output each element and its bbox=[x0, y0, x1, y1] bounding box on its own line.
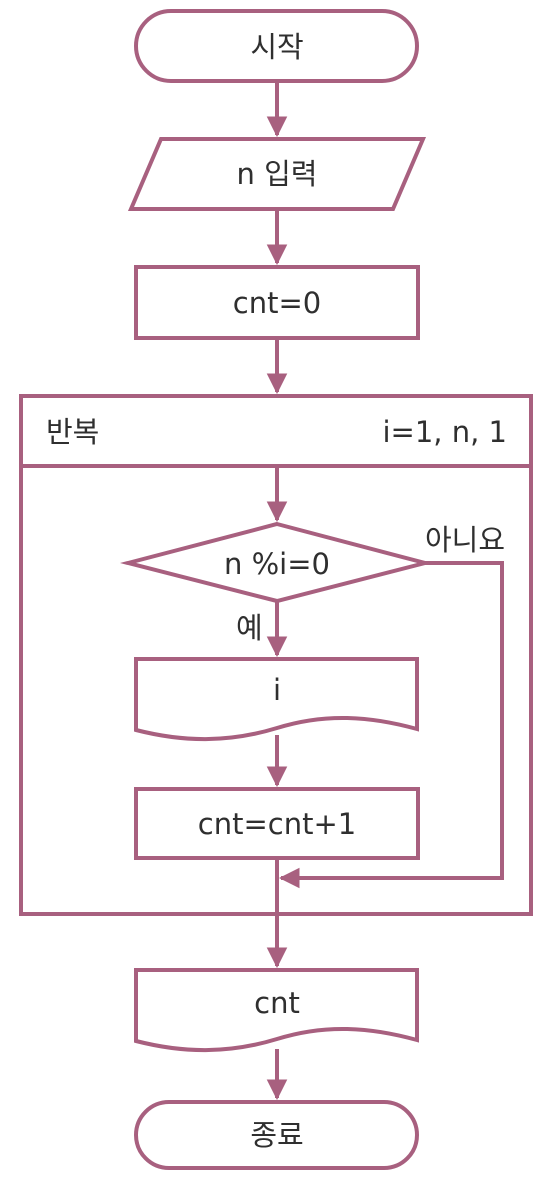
output-cnt-label: cnt bbox=[254, 986, 300, 1020]
decision-no-label: 아니요 bbox=[425, 523, 505, 557]
loop-label: 반복 bbox=[46, 415, 99, 449]
input-node: n 입력 bbox=[127, 137, 427, 211]
increment-label: cnt=cnt+1 bbox=[198, 807, 356, 841]
connectors bbox=[266, 81, 504, 1101]
output-i-node: i bbox=[134, 657, 419, 742]
decision-node: n %i=0 예 아니요 bbox=[120, 521, 505, 645]
arrow-decision-no bbox=[278, 561, 504, 889]
decision-label: n %i=0 bbox=[224, 547, 330, 581]
end-terminal: 종료 bbox=[134, 1100, 419, 1170]
start-terminal: 시작 bbox=[134, 9, 419, 83]
loop-range-label: i=1, n, 1 bbox=[382, 415, 507, 449]
decision-yes-label: 예 bbox=[236, 611, 263, 645]
increment-process: cnt=cnt+1 bbox=[134, 787, 420, 860]
init-process: cnt=0 bbox=[134, 265, 420, 340]
loop-block: 반복 i=1, n, 1 bbox=[19, 394, 533, 916]
output-cnt-node: cnt bbox=[134, 968, 419, 1053]
end-label: 종료 bbox=[250, 1118, 303, 1152]
start-label: 시작 bbox=[250, 30, 303, 64]
init-label: cnt=0 bbox=[233, 286, 321, 320]
output-i-label: i bbox=[273, 673, 281, 707]
input-label: n 입력 bbox=[237, 157, 318, 191]
